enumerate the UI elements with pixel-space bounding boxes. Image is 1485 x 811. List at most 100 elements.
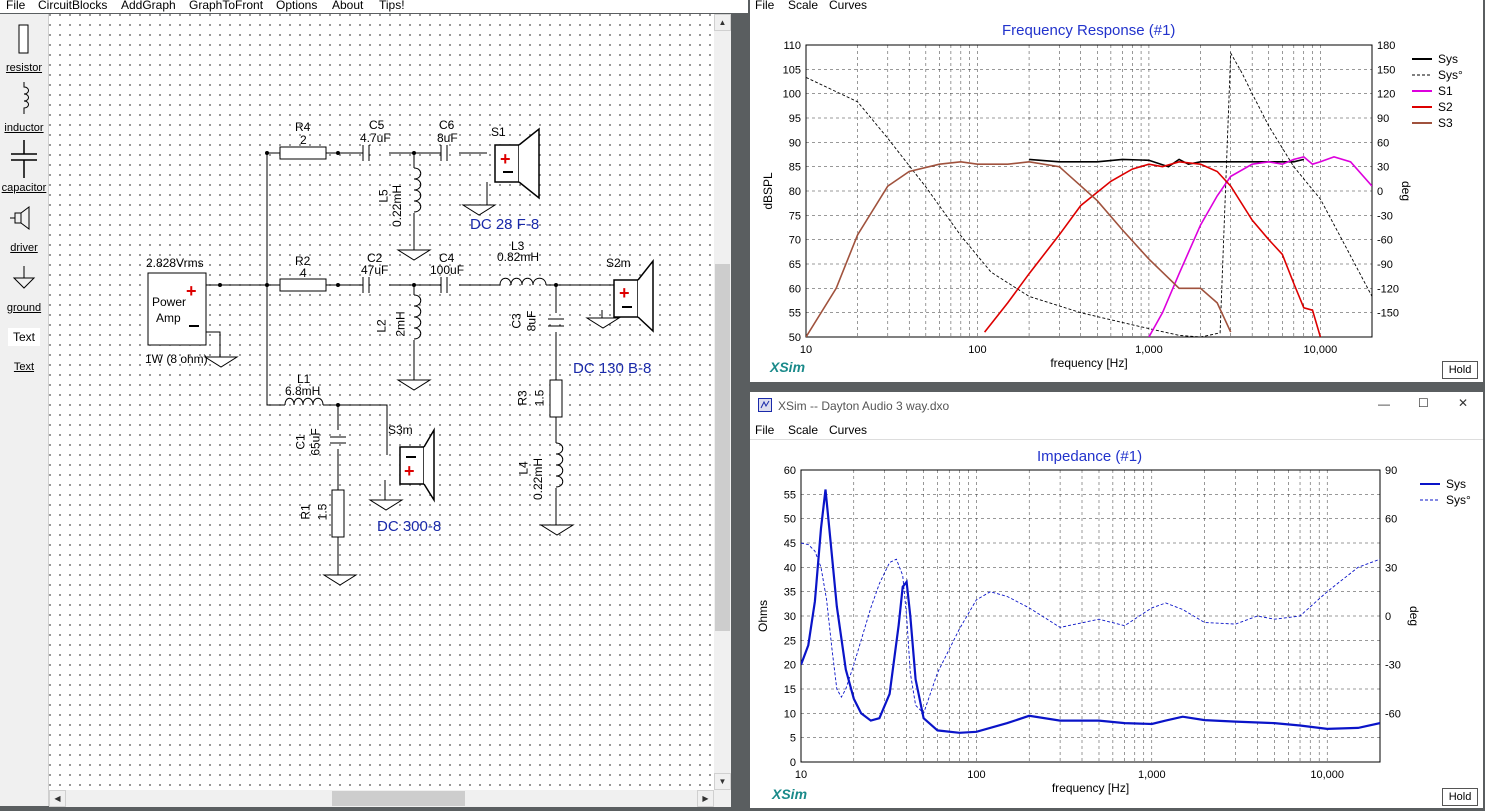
imp-x-tick-label: 100 xyxy=(967,769,985,781)
freq-y2-tick-label: 180 xyxy=(1377,40,1395,52)
imp-menu-scale[interactable]: Scale xyxy=(788,423,819,437)
menu-tips[interactable]: Tips! xyxy=(379,0,405,12)
maximize-button[interactable]: ☐ xyxy=(1418,396,1429,410)
scroll-down-button[interactable]: ▼ xyxy=(714,773,731,790)
driver-ref-s2m[interactable]: S2m xyxy=(606,256,631,270)
schematic-drawing: ++++ xyxy=(147,127,654,586)
freq-y-tick-label: 60 xyxy=(789,283,801,295)
driver-model-s3m: DC 300-8 xyxy=(377,518,442,535)
freq-menu-scale[interactable]: Scale xyxy=(788,0,819,12)
svg-text:+: + xyxy=(404,461,415,481)
part-ref-l5[interactable]: L5 xyxy=(376,189,391,203)
toolbox-driver[interactable] xyxy=(0,204,48,237)
freq-y-tick-label: 85 xyxy=(789,162,801,174)
scroll-left-button[interactable]: ◀ xyxy=(49,790,66,807)
imp-y-tick-label: 5 xyxy=(790,733,796,745)
driver-ref-s1[interactable]: S1 xyxy=(491,125,506,139)
imp-xsim-brand: XSim xyxy=(772,786,808,802)
scroll-up-button[interactable]: ▲ xyxy=(714,14,731,31)
toolbox-capacitor-label[interactable]: capacitor xyxy=(1,182,47,194)
imp-y-tick-label: 35 xyxy=(784,587,796,599)
menu-options[interactable]: Options xyxy=(276,0,318,12)
part-ref-r3[interactable]: R3 xyxy=(515,390,530,406)
schematic-vertical-scrollbar[interactable]: ▲ ▼ xyxy=(714,14,731,790)
imp-y-tick-label: 55 xyxy=(784,489,796,501)
part-ref-r2[interactable]: R2 xyxy=(295,254,311,268)
imp-menu-file[interactable]: File xyxy=(755,423,775,437)
source-voltage-label: 2.828Vrms xyxy=(146,256,204,270)
svg-text:+: + xyxy=(619,283,630,303)
frequency-response-plot[interactable]: 50556065707580859095100105110-150-120-90… xyxy=(750,0,1483,382)
toolbox-ground[interactable] xyxy=(0,264,48,297)
scroll-right-button[interactable]: ▶ xyxy=(697,790,714,807)
freq-x-tick-label: 1,000 xyxy=(1135,344,1163,356)
part-ref-l2[interactable]: L2 xyxy=(374,319,389,333)
freq-y2-tick-label: 60 xyxy=(1377,137,1389,149)
minimize-button[interactable]: — xyxy=(1378,397,1390,411)
part-ref-c5[interactable]: C5 xyxy=(369,118,385,132)
menu-graphtofront[interactable]: GraphToFront xyxy=(189,0,264,12)
freq-series-line-5 xyxy=(806,160,1232,337)
part-ref-r4[interactable]: R4 xyxy=(295,120,311,134)
freq-y2-tick-label: 120 xyxy=(1377,89,1395,101)
part-ref-c1[interactable]: C1 xyxy=(293,434,308,450)
freq-series-line-2 xyxy=(806,51,1372,337)
freq-hold-button[interactable]: Hold xyxy=(1442,361,1478,379)
imp-plot-frame xyxy=(800,469,1381,763)
driver-model-s2m: DC 130 B-8 xyxy=(573,360,652,377)
toolbox-text-box[interactable]: Text xyxy=(8,328,40,346)
imp-hold-button[interactable]: Hold xyxy=(1442,788,1478,806)
driver-icon xyxy=(10,206,30,230)
freq-menu-curves[interactable]: Curves xyxy=(829,0,868,12)
toolbox-text-link[interactable]: Text xyxy=(13,361,35,373)
part-value-r1: 1.5 xyxy=(315,503,330,521)
main-menubar: File CircuitBlocks AddGraph GraphToFront… xyxy=(0,0,748,13)
amp-power-label: 1W (8 ohm) xyxy=(145,352,208,366)
imp-y-tick-label: 60 xyxy=(784,465,796,477)
freq-y2-axis-label: deg xyxy=(1399,181,1413,201)
schematic-horizontal-scrollbar[interactable]: ◀ ▶ xyxy=(49,790,714,807)
menu-addgraph[interactable]: AddGraph xyxy=(121,0,176,12)
svg-text:+: + xyxy=(186,281,197,301)
freq-grid xyxy=(805,44,1373,338)
close-button[interactable]: ✕ xyxy=(1458,396,1469,410)
freq-y-tick-label: 100 xyxy=(783,89,801,101)
imp-menu-curves[interactable]: Curves xyxy=(829,423,868,437)
freq-plot-frame xyxy=(805,44,1373,338)
part-value-l2: 2mH xyxy=(393,311,408,337)
toolbox-resistor-label[interactable]: resistor xyxy=(5,62,43,74)
imp-legend-label-2: Sys° xyxy=(1446,493,1471,507)
menu-circuitblocks[interactable]: CircuitBlocks xyxy=(38,0,108,12)
menu-file[interactable]: File xyxy=(6,0,26,12)
driver-ref-s3m[interactable]: S3m xyxy=(388,423,413,437)
toolbox-inductor[interactable] xyxy=(0,82,48,121)
imp-y2-tick-label: 30 xyxy=(1385,562,1397,574)
toolbox-ground-label[interactable]: ground xyxy=(6,302,42,314)
part-ref-l1[interactable]: L1 xyxy=(297,372,311,386)
schematic-canvas[interactable]: ++++ 2.828Vrms Power Amp 1W (8 ohm) R4 2… xyxy=(49,14,714,790)
imp-y-tick-label: 45 xyxy=(784,538,796,550)
part-ref-c2[interactable]: C2 xyxy=(367,251,383,265)
part-ref-r1[interactable]: R1 xyxy=(298,504,313,520)
part-ref-l3[interactable]: L3 xyxy=(511,239,525,253)
freq-y-tick-label: 55 xyxy=(789,308,801,320)
freq-x-tick-label: 10 xyxy=(800,344,812,356)
toolbox-inductor-label[interactable]: inductor xyxy=(4,122,44,134)
freq-y2-tick-label: 0 xyxy=(1377,186,1383,198)
part-ref-c4[interactable]: C4 xyxy=(439,251,455,265)
freq-menu-file[interactable]: File xyxy=(755,0,775,12)
part-ref-l4[interactable]: L4 xyxy=(516,461,531,475)
part-ref-c6[interactable]: C6 xyxy=(439,118,455,132)
toolbox-driver-label[interactable]: driver xyxy=(10,242,38,254)
resistor-icon xyxy=(18,24,29,54)
toolbox-resistor[interactable] xyxy=(0,24,48,59)
horizontal-scroll-thumb[interactable] xyxy=(332,791,465,806)
menu-about[interactable]: About xyxy=(332,0,364,12)
freq-xsim-brand: XSim xyxy=(770,359,806,375)
imp-y-tick-label: 25 xyxy=(784,635,796,647)
vertical-scroll-thumb[interactable] xyxy=(715,264,730,631)
part-ref-c3[interactable]: C3 xyxy=(509,313,524,329)
toolbox-capacitor[interactable] xyxy=(0,140,48,183)
